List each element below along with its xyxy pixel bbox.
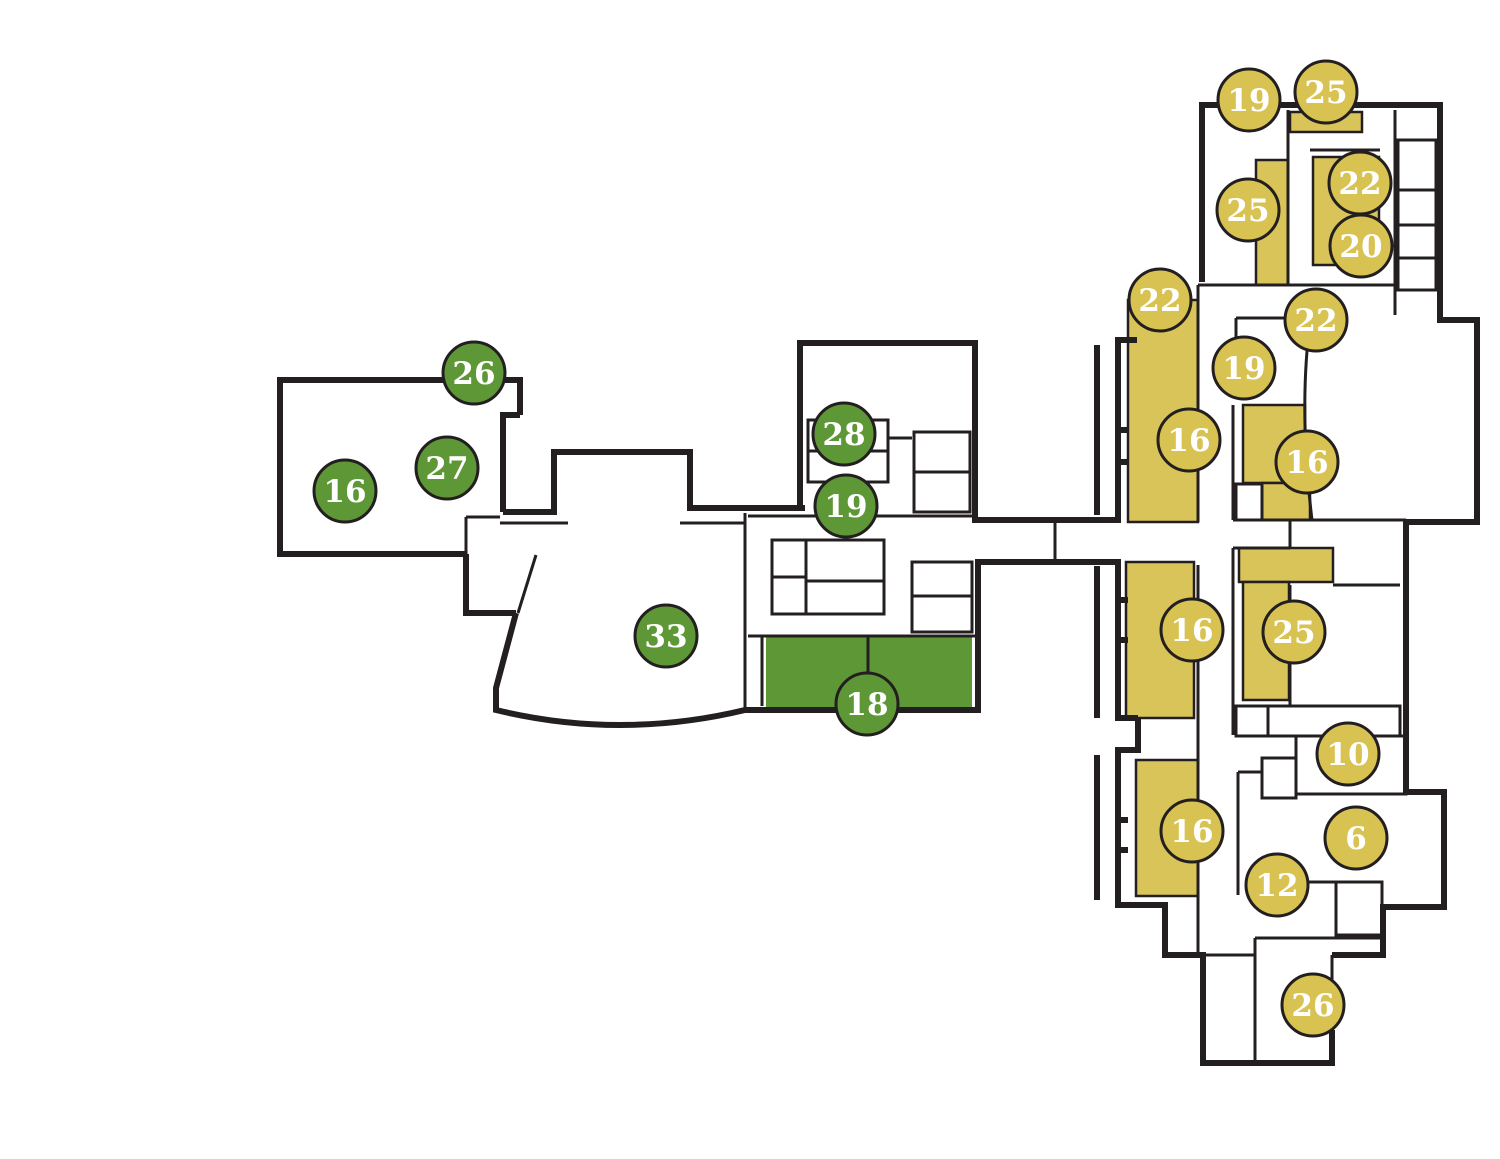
marker-circle (1315, 721, 1381, 787)
marker-circle (1215, 177, 1281, 243)
marker-circle (1159, 597, 1225, 663)
location-marker-g-28[interactable]: 28 (811, 401, 877, 467)
marker-circle (1323, 805, 1389, 871)
marker-circle (1156, 407, 1222, 473)
marker-circle (1211, 335, 1277, 401)
map-markers: 26 27 16 28 19 33 18 19 25 22 25 20 22 22 19 16 16 16 25 10… (312, 59, 1394, 1038)
location-marker-g-27[interactable]: 27 (414, 435, 480, 501)
marker-label: 19 (1227, 83, 1270, 119)
marker-label: 6 (1345, 821, 1367, 857)
marker-label: 26 (1291, 988, 1334, 1024)
marker-label: 16 (1170, 613, 1213, 649)
walls (277, 102, 1480, 1066)
marker-circle (1159, 798, 1225, 864)
marker-label: 25 (1272, 615, 1315, 651)
marker-label: 22 (1294, 303, 1337, 339)
marker-circle (1328, 213, 1394, 279)
location-marker-g-33[interactable]: 33 (633, 603, 699, 669)
marker-label: 16 (323, 474, 366, 510)
marker-label: 33 (644, 619, 687, 655)
location-marker-y-19a[interactable]: 19 (1216, 67, 1282, 133)
marker-label: 26 (452, 356, 495, 392)
marker-label: 10 (1326, 737, 1369, 773)
marker-label: 16 (1170, 814, 1213, 850)
marker-circle (633, 603, 699, 669)
gold-room-fill (1237, 546, 1335, 584)
marker-label: 28 (822, 417, 865, 453)
marker-label: 12 (1255, 868, 1298, 904)
location-marker-y-26[interactable]: 26 (1280, 972, 1346, 1038)
location-marker-y-22c[interactable]: 22 (1283, 287, 1349, 353)
marker-circle (1280, 972, 1346, 1038)
marker-circle (811, 401, 877, 467)
marker-circle (1127, 267, 1193, 333)
marker-label: 16 (1285, 445, 1328, 481)
location-marker-y-25a[interactable]: 25 (1293, 59, 1359, 125)
location-marker-y-16c[interactable]: 16 (1159, 597, 1225, 663)
marker-circle (1216, 67, 1282, 133)
location-marker-g-19[interactable]: 19 (813, 473, 879, 539)
marker-label: 19 (1222, 351, 1265, 387)
location-marker-y-16b[interactable]: 16 (1274, 429, 1340, 495)
marker-label: 27 (425, 451, 468, 487)
location-marker-y-25b[interactable]: 25 (1215, 177, 1281, 243)
location-marker-y-16d[interactable]: 16 (1159, 798, 1225, 864)
marker-circle (1261, 599, 1327, 665)
marker-circle (1293, 59, 1359, 125)
marker-label: 19 (824, 489, 867, 525)
marker-circle (834, 671, 900, 737)
location-marker-y-19b[interactable]: 19 (1211, 335, 1277, 401)
location-marker-g-26[interactable]: 26 (441, 340, 507, 406)
marker-label: 25 (1226, 193, 1269, 229)
marker-circle (414, 435, 480, 501)
marker-circle (1283, 287, 1349, 353)
location-marker-g-18[interactable]: 18 (834, 671, 900, 737)
location-marker-y-25c[interactable]: 25 (1261, 599, 1327, 665)
marker-label: 16 (1167, 423, 1210, 459)
marker-label: 22 (1138, 283, 1181, 319)
marker-circle (1274, 429, 1340, 495)
marker-label: 18 (845, 687, 888, 723)
location-marker-y-10[interactable]: 10 (1315, 721, 1381, 787)
marker-label: 25 (1304, 75, 1347, 111)
location-marker-y-22a[interactable]: 22 (1327, 150, 1393, 216)
location-marker-y-20[interactable]: 20 (1328, 213, 1394, 279)
location-marker-y-12[interactable]: 12 (1244, 852, 1310, 918)
marker-label: 22 (1338, 166, 1381, 202)
marker-label: 20 (1339, 229, 1382, 265)
location-marker-y-22b[interactable]: 22 (1127, 267, 1193, 333)
location-marker-g-16[interactable]: 16 (312, 458, 378, 524)
marker-circle (813, 473, 879, 539)
marker-circle (1244, 852, 1310, 918)
marker-circle (441, 340, 507, 406)
location-marker-y-16a[interactable]: 16 (1156, 407, 1222, 473)
location-marker-y-6[interactable]: 6 (1323, 805, 1389, 871)
marker-circle (312, 458, 378, 524)
